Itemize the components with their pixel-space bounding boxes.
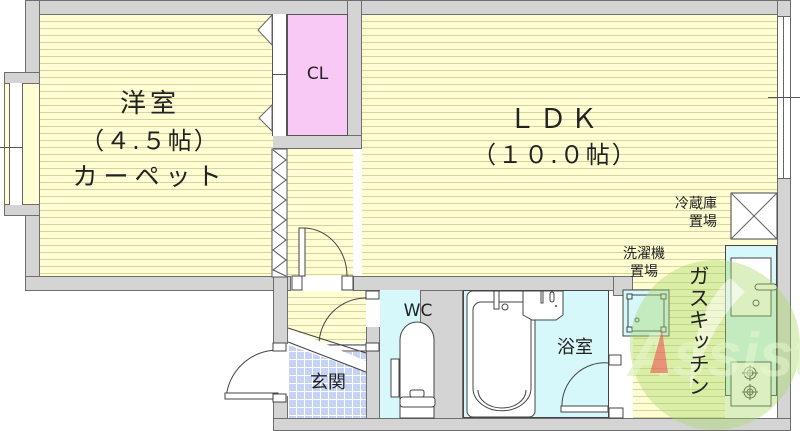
svg-text:Assist: Assist bbox=[626, 321, 800, 390]
western-room-floor bbox=[40, 15, 273, 276]
western-room-label: 洋室 bbox=[100, 89, 200, 120]
left-window-marker bbox=[0, 147, 22, 148]
ldk-floor bbox=[362, 15, 777, 276]
bathroom-label: 浴室 bbox=[557, 337, 593, 358]
washer-space-line2: 置場 bbox=[630, 263, 658, 280]
washer-space-line1: 洗濯機 bbox=[623, 246, 665, 262]
fridge-space-line1: 冷蔵庫 bbox=[675, 196, 717, 212]
corridor-floor bbox=[287, 149, 353, 276]
fridge-space-line2: 置場 bbox=[689, 213, 717, 230]
closet-label: CL bbox=[306, 64, 329, 84]
closet[interactable] bbox=[287, 14, 348, 136]
western-room-name: 洋室 bbox=[119, 89, 180, 119]
fridge-space-label: 冷蔵庫 置場 bbox=[663, 196, 729, 231]
kitchen-label: ガスキッチン bbox=[686, 265, 711, 397]
assist-watermark: Assist bbox=[626, 260, 800, 430]
ldk-size: （１０.０帖） bbox=[472, 141, 638, 169]
western-room-floor-type: カーペット bbox=[72, 162, 228, 191]
washer-space-label: 洗濯機 置場 bbox=[614, 246, 674, 281]
western-room-size: （４.５帖） bbox=[80, 127, 220, 155]
wc-label: WC bbox=[403, 301, 433, 321]
right-window-marker bbox=[768, 97, 800, 98]
entrance-label: 玄関 bbox=[310, 372, 346, 393]
ldk-floor-bottom bbox=[633, 362, 725, 418]
ldk-label: ＬＤＫ bbox=[508, 104, 602, 135]
left-window bbox=[4, 72, 40, 216]
closet-door-strip bbox=[272, 14, 288, 136]
wall-western-bottom bbox=[25, 276, 291, 291]
